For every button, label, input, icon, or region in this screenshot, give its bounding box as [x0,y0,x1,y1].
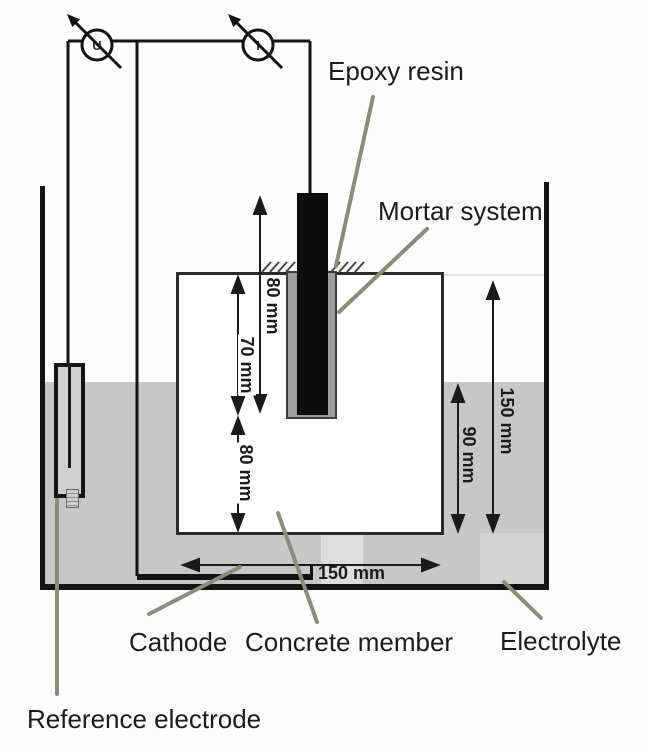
tank-right-wall [544,182,549,590]
dim-cover-below: 80 mm [236,442,256,504]
reference-electrode-frit [66,489,79,508]
epoxy-resin-leader [334,95,375,268]
cathode-plate [137,574,313,580]
anode-rod [297,193,328,415]
surface-guide-line [444,274,544,276]
label-mortar-system: Mortar system [378,196,543,226]
label-cathode: Cathode [129,627,228,657]
tank-bottom [40,584,549,590]
tank-left-wall [40,186,45,590]
label-epoxy-resin: Epoxy resin [328,56,464,86]
electrolyte-light-patch [321,535,363,584]
dim-electrode-embedded: 70 mm [237,334,257,396]
voltmeter-icon: U [67,14,123,70]
label-concrete-member: Concrete member [245,627,454,657]
concrete-member-leader [276,511,319,624]
mortar-system-leader [337,227,429,314]
dim-member-height: 150 mm [497,387,517,455]
leader-lines [55,95,543,696]
cathode-plate-tick [310,565,313,580]
electrolyte-leader [502,580,543,620]
dimension-arrows [180,195,501,573]
ammeter-icon: I [228,14,284,70]
electrolyte-light-patch [480,533,544,584]
label-reference-electrode: Reference electrode [27,704,262,734]
reference-electrode-inner-wire [68,363,71,468]
label-electrolyte: Electrolyte [500,626,622,656]
dim-electrode-total: 80 mm [263,277,283,335]
surface-hatching [261,261,365,273]
dim-member-width: 150 mm [318,563,386,583]
dim-electrolyte-depth: 90 mm [459,426,479,484]
cathode-leader [147,565,242,616]
